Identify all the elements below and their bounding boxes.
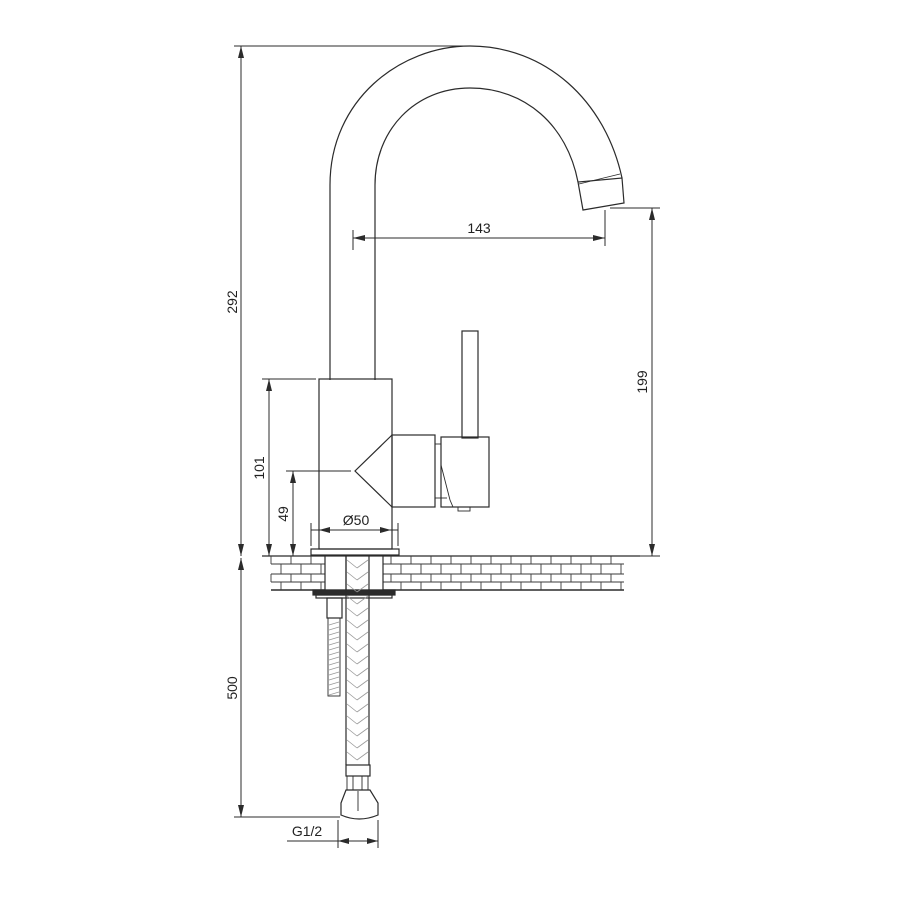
dimension-hose-length: 500 xyxy=(224,558,340,818)
dimension-label-outlet-height: 199 xyxy=(634,370,650,394)
dimension-outlet-height: 199 xyxy=(610,207,660,557)
dimension-spout-reach: 143 xyxy=(352,210,606,250)
braided-hose xyxy=(340,556,379,820)
dimension-label-connection-thread: G1/2 xyxy=(292,823,323,839)
dimension-label-body-height: 101 xyxy=(251,456,267,480)
dimension-body-diameter: Ø50 xyxy=(310,512,399,546)
mixer-body xyxy=(310,378,447,556)
countertop xyxy=(262,555,640,591)
dimension-connection-thread: G1/2 xyxy=(287,820,379,848)
dimension-label-spout-reach: 143 xyxy=(467,220,491,236)
dimension-label-total-height: 292 xyxy=(224,290,240,314)
dimension-handle-axis-height: 49 xyxy=(275,470,351,556)
mounting-shank xyxy=(312,555,396,697)
dimension-label-handle-axis-height: 49 xyxy=(275,506,291,522)
spout xyxy=(329,45,625,380)
dimension-body-height: 101 xyxy=(251,378,316,556)
dimension-total-height: 292 xyxy=(224,45,470,556)
dimension-label-hose-length: 500 xyxy=(224,676,240,700)
dimension-label-body-diameter: Ø50 xyxy=(343,512,370,528)
lever-handle xyxy=(440,330,490,512)
